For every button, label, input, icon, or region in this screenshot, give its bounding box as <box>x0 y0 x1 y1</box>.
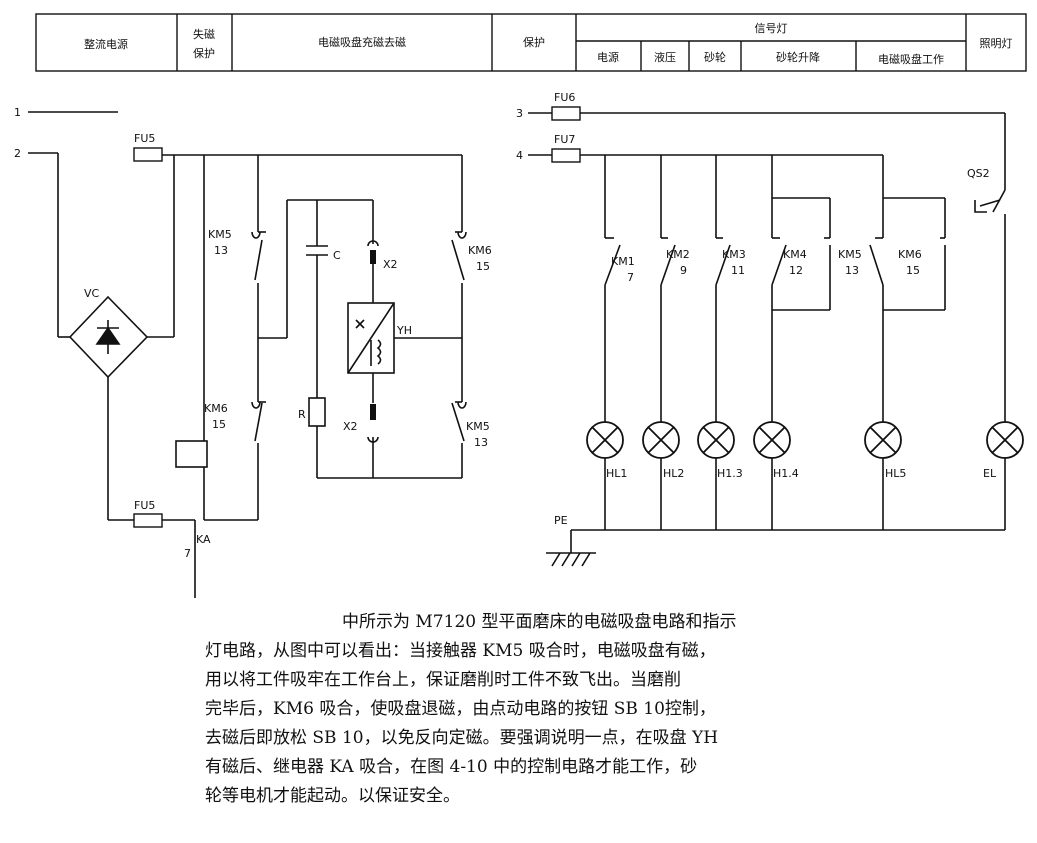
label-km5-right: KM5 <box>838 248 862 261</box>
header-loss-protect-1: 失磁 <box>193 28 215 41</box>
left-contact-hooks <box>251 231 467 443</box>
label-ka-num: 7 <box>184 547 191 560</box>
label-km1: KM1 <box>611 255 635 268</box>
label-km1-num: 7 <box>627 271 634 284</box>
label-km6b-num: 15 <box>212 418 226 431</box>
header-protect: 保护 <box>523 35 545 49</box>
header-table <box>35 13 1027 72</box>
fuse-fu5-top <box>133 147 163 162</box>
lamp-icon <box>986 421 1024 459</box>
text-line-1: 中所示为 M7120 型平面磨床的电磁吸盘电路和指示 <box>342 612 737 632</box>
label-km6a-num: 15 <box>476 260 490 273</box>
label-x2-bottom: X2 <box>343 420 358 433</box>
circuit-diagram: 整流电源 失磁 保护 电磁吸盘充磁去磁 保护 信号灯 电源 液压 砂轮 砂轮升降… <box>14 13 1027 598</box>
text-line-2: 灯电路，从图中可以看出：当接触器 KM5 吸合时，电磁吸盘有磁， <box>205 641 716 661</box>
fuse-fu6 <box>551 106 581 121</box>
label-fu7: FU7 <box>554 133 575 146</box>
label-el: EL <box>983 467 997 480</box>
header-hydraulic: 液压 <box>654 50 676 64</box>
text-line-6: 有磁后、继电器 KA 吸合，在图 4-10 中的控制电路才能工作，砂 <box>205 757 698 777</box>
fuse-fu5-bottom <box>133 513 163 528</box>
header-power: 电源 <box>597 50 619 64</box>
label-hl2: HL2 <box>663 467 684 480</box>
lamp-icon <box>864 421 902 459</box>
label-vc: VC <box>84 287 100 300</box>
label-km2-num: 9 <box>680 264 687 277</box>
header-wheel-lift: 砂轮升降 <box>776 50 820 64</box>
lamp-icon <box>586 421 624 459</box>
diode-icon <box>95 320 121 354</box>
header-dc-power: 整流电源 <box>84 37 128 51</box>
header-signal-lamp: 信号灯 <box>755 22 788 35</box>
label-hl5: HL5 <box>885 467 906 480</box>
terminal-3: 3 <box>516 107 523 120</box>
lamp-icon <box>753 421 791 459</box>
label-x2-top: X2 <box>383 258 398 271</box>
fuse-fu7 <box>551 148 581 163</box>
lamp-icon <box>642 421 680 459</box>
terminal-2: 2 <box>14 147 21 160</box>
header-loss-protect-2: 保护 <box>193 46 215 60</box>
plug-x2-bottom <box>370 404 376 420</box>
lamp-icon <box>697 421 735 459</box>
right-circuit-wires <box>528 112 1006 567</box>
text-line-3: 用以将工件吸牢在工作台上，保证磨削时工件不致飞出。当磨削 <box>205 670 681 690</box>
label-km5-right-num: 13 <box>845 264 859 277</box>
label-ka: KA <box>196 533 211 546</box>
label-fu6: FU6 <box>554 91 575 104</box>
label-km2: KM2 <box>666 248 690 261</box>
label-km5a: KM5 <box>208 228 232 241</box>
label-km4-num: 12 <box>789 264 803 277</box>
label-resistor: R <box>298 408 306 421</box>
header-chuck-charge: 电磁吸盘充磁去磁 <box>318 35 406 49</box>
qs2-switch <box>974 189 1006 213</box>
left-circuit-wires <box>28 111 465 598</box>
label-km5a-num: 13 <box>214 244 228 257</box>
ka-relay-coil <box>175 440 208 468</box>
label-km5b: KM5 <box>466 420 490 433</box>
label-capacitor: C <box>333 249 341 262</box>
label-km5b-num: 13 <box>474 436 488 449</box>
label-km6-right-num: 15 <box>906 264 920 277</box>
label-km3: KM3 <box>722 248 746 261</box>
terminal-4: 4 <box>516 149 523 162</box>
chuck-yh <box>347 302 395 374</box>
label-km3-num: 11 <box>731 264 745 277</box>
label-fu5-bottom: FU5 <box>134 499 155 512</box>
header-lighting: 照明灯 <box>980 37 1013 50</box>
header-chuck-work: 电磁吸盘工作 <box>878 52 944 66</box>
label-km4: KM4 <box>783 248 807 261</box>
text-line-7: 轮等电机才能起动。以保证安全。 <box>205 786 460 806</box>
label-hl1: HL1 <box>606 467 627 480</box>
text-line-5: 去磁后即放松 SB 10，以免反向定磁。要强调说明一点，在吸盘 YH <box>205 728 719 748</box>
label-yh: YH <box>396 324 412 337</box>
label-hl3: H1.3 <box>717 467 743 480</box>
description-text: 中所示为 M7120 型平面磨床的电磁吸盘电路和指示 灯电路，从图中可以看出：当… <box>205 608 845 811</box>
header-wheel: 砂轮 <box>704 50 726 64</box>
resistor-r <box>308 397 326 427</box>
label-pe: PE <box>554 514 568 527</box>
label-fu5-top: FU5 <box>134 132 155 145</box>
label-km6a: KM6 <box>468 244 492 257</box>
text-line-4: 完毕后，KM6 吸合，使吸盘退磁，由点动电路的按钮 SB 10控制， <box>205 699 716 719</box>
label-qs2: QS2 <box>967 167 990 180</box>
lamps <box>586 421 1024 459</box>
label-km6b: KM6 <box>204 402 228 415</box>
plug-x2-top <box>370 250 376 264</box>
label-km6-right: KM6 <box>898 248 922 261</box>
terminal-1: 1 <box>14 106 21 119</box>
label-hl4: H1.4 <box>773 467 799 480</box>
